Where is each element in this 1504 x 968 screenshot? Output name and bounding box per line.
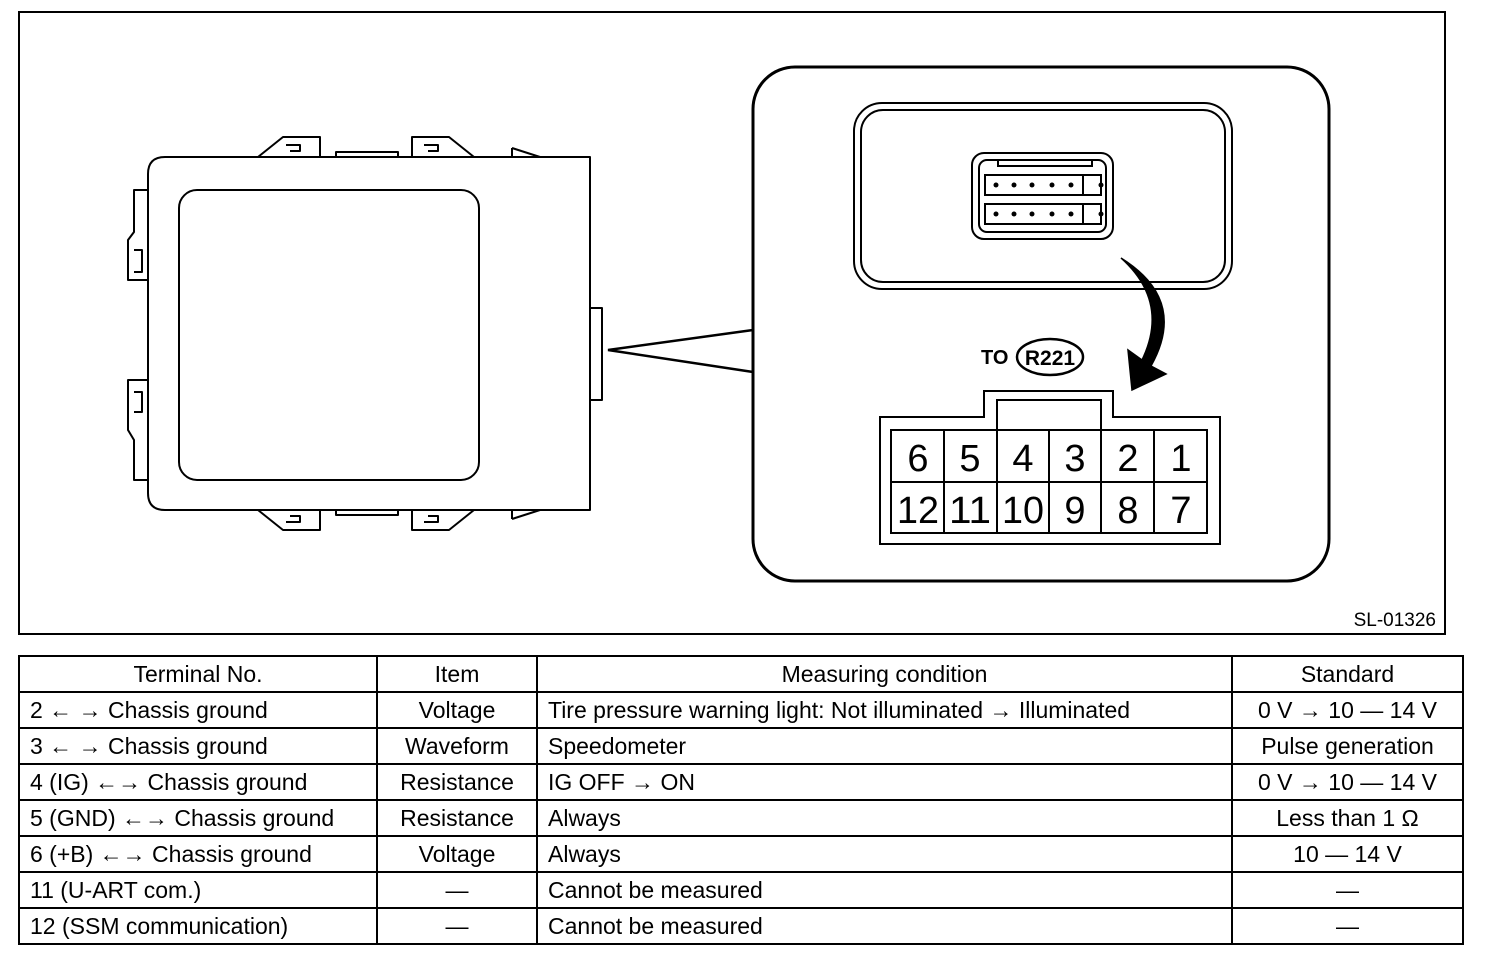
header-item: Item: [376, 655, 538, 693]
header-measuring-condition: Measuring condition: [536, 655, 1233, 693]
standard-cell: Less than 1 Ω: [1231, 799, 1464, 837]
item-cell: Voltage: [376, 835, 538, 873]
standard-cell: 0 V → 10 — 14 V: [1231, 763, 1464, 801]
wiring-diagram: TO R221 6 5 4 3 2 1 12 11 10 9 8 7 SL-01…: [18, 11, 1446, 635]
table-header-row: Terminal No. Item Measuring condition St…: [18, 655, 1464, 693]
header-terminal-no: Terminal No.: [18, 655, 378, 693]
pin-number: 1: [1170, 438, 1191, 480]
figure-frame: [18, 11, 1446, 635]
control-unit: [127, 136, 603, 531]
pin-number: 3: [1064, 438, 1085, 480]
condition-cell: Cannot be measured: [536, 907, 1233, 945]
condition-cell: Always: [536, 799, 1233, 837]
table-row: 3 ← → Chassis ground Waveform Speedomete…: [18, 727, 1464, 765]
pin-number: 6: [907, 438, 928, 480]
figure-code: SL-01326: [1354, 610, 1436, 631]
condition-cell: Always: [536, 835, 1233, 873]
connector-id-oval: [1015, 337, 1085, 377]
pin-number: 2: [1117, 438, 1138, 480]
curved-arrow: [1120, 257, 1168, 392]
item-cell: Resistance: [376, 763, 538, 801]
to-label: TO: [981, 347, 1008, 369]
standard-cell: 0 V → 10 — 14 V: [1231, 691, 1464, 729]
standard-cell: 10 — 14 V: [1231, 835, 1464, 873]
pin-number: 7: [1170, 490, 1191, 532]
pin-layout: [879, 390, 1221, 545]
table-row: 12 (SSM communication) — Cannot be measu…: [18, 907, 1464, 945]
standard-cell: Pulse generation: [1231, 727, 1464, 765]
terminal-cell: 4 (IG) ←→ Chassis ground: [18, 763, 378, 801]
pin-number: 11: [949, 490, 991, 532]
terminal-cell: 5 (GND) ←→ Chassis ground: [18, 799, 378, 837]
item-cell: Voltage: [376, 691, 538, 729]
pin-numbers: 6 5 4 3 2 1 12 11 10 9 8 7: [897, 438, 1192, 532]
pin-number: 12: [897, 490, 939, 532]
pin-number: 5: [959, 438, 980, 480]
table-row: 4 (IG) ←→ Chassis ground Resistance IG O…: [18, 763, 1464, 801]
terminal-cell: 11 (U-ART com.): [18, 871, 378, 909]
pin-number: 4: [1012, 438, 1033, 480]
terminal-cell: 12 (SSM communication): [18, 907, 378, 945]
callout-pointer: [607, 328, 754, 374]
table-row: 6 (+B) ←→ Chassis ground Voltage Always …: [18, 835, 1464, 873]
table-row: 2 ← → Chassis ground Voltage Tire pressu…: [18, 691, 1464, 729]
pin-number: 9: [1064, 490, 1085, 532]
condition-cell: IG OFF → ON: [536, 763, 1233, 801]
condition-cell: Speedometer: [536, 727, 1233, 765]
item-cell: —: [376, 871, 538, 909]
item-cell: —: [376, 907, 538, 945]
terminal-cell: 6 (+B) ←→ Chassis ground: [18, 835, 378, 873]
table-row: 11 (U-ART com.) — Cannot be measured —: [18, 871, 1464, 909]
item-cell: Resistance: [376, 799, 538, 837]
standard-cell: —: [1231, 871, 1464, 909]
terminal-cell: 2 ← → Chassis ground: [18, 691, 378, 729]
condition-cell: Cannot be measured: [536, 871, 1233, 909]
standard-cell: —: [1231, 907, 1464, 945]
terminal-spec-table: Terminal No. Item Measuring condition St…: [18, 655, 1464, 945]
callout-box: [751, 65, 1331, 583]
connector-id: R221: [1025, 347, 1076, 370]
pin-number: 10: [1002, 490, 1044, 532]
item-cell: Waveform: [376, 727, 538, 765]
terminal-cell: 3 ← → Chassis ground: [18, 727, 378, 765]
condition-cell: Tire pressure warning light: Not illumin…: [536, 691, 1233, 729]
connector-pin-dots: [993, 182, 1104, 217]
pin-number: 8: [1117, 490, 1138, 532]
header-standard: Standard: [1231, 655, 1464, 693]
table-row: 5 (GND) ←→ Chassis ground Resistance Alw…: [18, 799, 1464, 837]
